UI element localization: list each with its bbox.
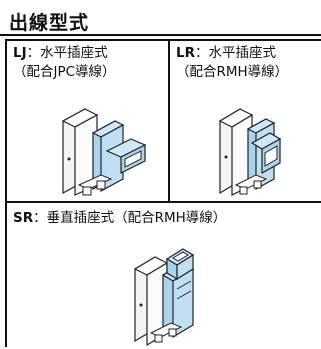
panel-lr-line1: ：水平插座式: [195, 45, 276, 61]
panel-lj: LJ：水平插座式 （配合JPC導線）: [7, 41, 170, 203]
panel-sr-line1: ：垂直插座式（配合RMH導線）: [33, 210, 227, 226]
connector-vertical-rmh-illustration: [133, 248, 195, 347]
panel-lj-code: LJ: [13, 45, 27, 61]
panel-lr-line2: （配合RMH導線）: [176, 64, 289, 80]
panel-lj-line2: （配合JPC導線）: [13, 64, 116, 80]
panel-lr-caption: LR：水平插座式 （配合RMH導線）: [176, 44, 288, 82]
connector-horizontal-jpc-illustration: [61, 107, 147, 196]
panel-lj-caption: LJ：水平插座式 （配合JPC導線）: [13, 44, 116, 82]
output-type-grid: LJ：水平插座式 （配合JPC導線） LR：水平插座式 （配合RM: [5, 39, 321, 347]
connector-horizontal-rmh-illustration: [218, 107, 282, 196]
title-divider: [0, 34, 321, 36]
panel-sr-code: SR: [13, 210, 34, 226]
panel-lr: LR：水平插座式 （配合RMH導線）: [170, 41, 321, 203]
panel-lr-code: LR: [176, 45, 195, 61]
panel-lj-line1: ：水平插座式: [26, 45, 108, 61]
panel-sr-caption: SR：垂直插座式（配合RMH導線）: [13, 209, 226, 228]
page-title: 出線型式: [9, 12, 90, 34]
panel-sr: SR：垂直插座式（配合RMH導線）: [7, 203, 321, 349]
